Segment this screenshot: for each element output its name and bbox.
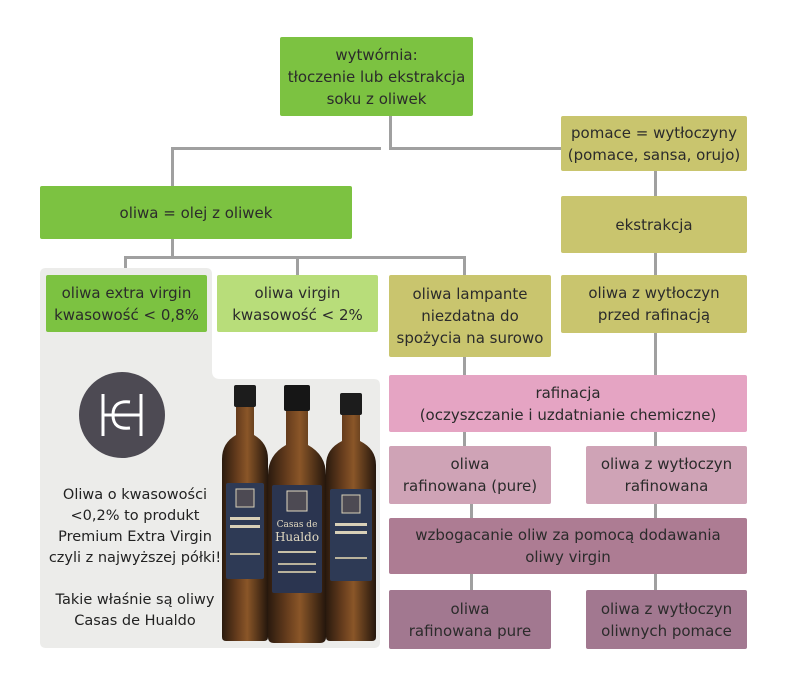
- node-pomace-crude: oliwa z wytłoczyn przed rafinacją: [561, 275, 747, 333]
- promo-text-brand: Takie właśnie są oliwy Casas de Hualdo: [55, 592, 215, 629]
- node-pomace: pomace = wytłoczyny (pomace, sansa, oruj…: [561, 116, 747, 171]
- node-virgin: oliwa virgin kwasowość < 2%: [217, 275, 378, 332]
- node-refined: oliwa rafinowana (pure): [389, 446, 551, 504]
- bottle-label-line2: Hualdo: [275, 530, 319, 544]
- node-lampante: oliwa lampante niezdatna do spożycia na …: [389, 275, 551, 357]
- node-enrichment: wzbogacanie oliw za pomocą dodawania oli…: [389, 518, 747, 574]
- casas-de-hualdo-logo: [79, 372, 165, 458]
- bottle-label-line1: Casas de: [277, 520, 318, 530]
- node-olive-oil: oliwa = olej z oliwek: [40, 186, 352, 239]
- node-extra-virgin: oliwa extra virgin kwasowość < 0,8%: [46, 275, 207, 332]
- node-extraction: ekstrakcja: [561, 196, 747, 253]
- node-mill: wytwórnia: tłoczenie lub ekstrakcja soku…: [280, 37, 473, 116]
- bottle-right: [326, 393, 376, 641]
- node-pomace-oil: oliwa z wytłoczyn oliwnych pomace: [586, 590, 747, 649]
- node-refining: rafinacja (oczyszczanie i uzdatnianie ch…: [389, 375, 747, 432]
- promo-text-premium: Oliwa o kwasowości <0,2% to produkt Prem…: [48, 487, 222, 566]
- bottle-middle: Casas de Hualdo: [268, 385, 326, 643]
- node-pomace-refined: oliwa z wytłoczyn rafinowana: [586, 446, 747, 504]
- bottle-left: [222, 385, 268, 641]
- node-refined-pure: oliwa rafinowana pure: [389, 590, 551, 649]
- olive-oil-bottles-image: Casas de Hualdo: [222, 385, 376, 643]
